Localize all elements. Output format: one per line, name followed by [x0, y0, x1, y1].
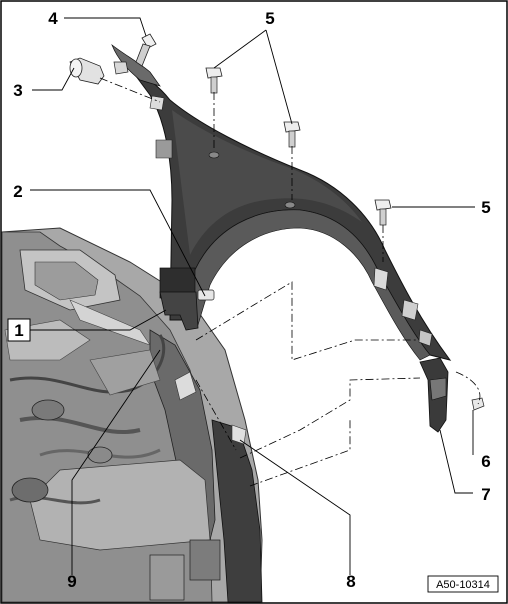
callout-9: 9 — [67, 572, 76, 591]
callout-3: 3 — [13, 81, 22, 100]
bracket-7 — [419, 357, 449, 433]
callout-1: 1 — [14, 321, 23, 340]
callout-2: 2 — [13, 182, 22, 201]
assembly-lines — [99, 77, 481, 487]
figure-reference-label: A50-10314 — [436, 579, 490, 591]
callout-5-top: 5 — [265, 9, 274, 28]
leader-7 — [439, 429, 473, 494]
leader-3 — [32, 67, 75, 91]
fender-panel — [111, 43, 452, 361]
callout-7: 7 — [481, 485, 490, 504]
leader-lines — [30, 17, 475, 575]
leader-9 — [71, 349, 161, 575]
fastener-4-bolt — [135, 33, 157, 67]
leader-2 — [30, 189, 206, 297]
leader-8 — [239, 439, 351, 575]
callout-6: 6 — [481, 452, 490, 471]
fastener-4b-clip — [113, 61, 129, 75]
leader-4 — [64, 17, 147, 37]
callout-1-box: 1 — [7, 318, 31, 342]
leader-5a — [213, 29, 267, 69]
callout-8: 8 — [346, 572, 355, 591]
leader-5b — [265, 29, 293, 125]
figure-reference-box: A50-10314 — [427, 575, 499, 593]
leader-1 — [30, 309, 167, 331]
fastener-3-plug — [69, 57, 105, 85]
callout-4: 4 — [48, 9, 58, 28]
bolt-5-right — [374, 199, 392, 226]
callout-5-right: 5 — [481, 198, 490, 217]
